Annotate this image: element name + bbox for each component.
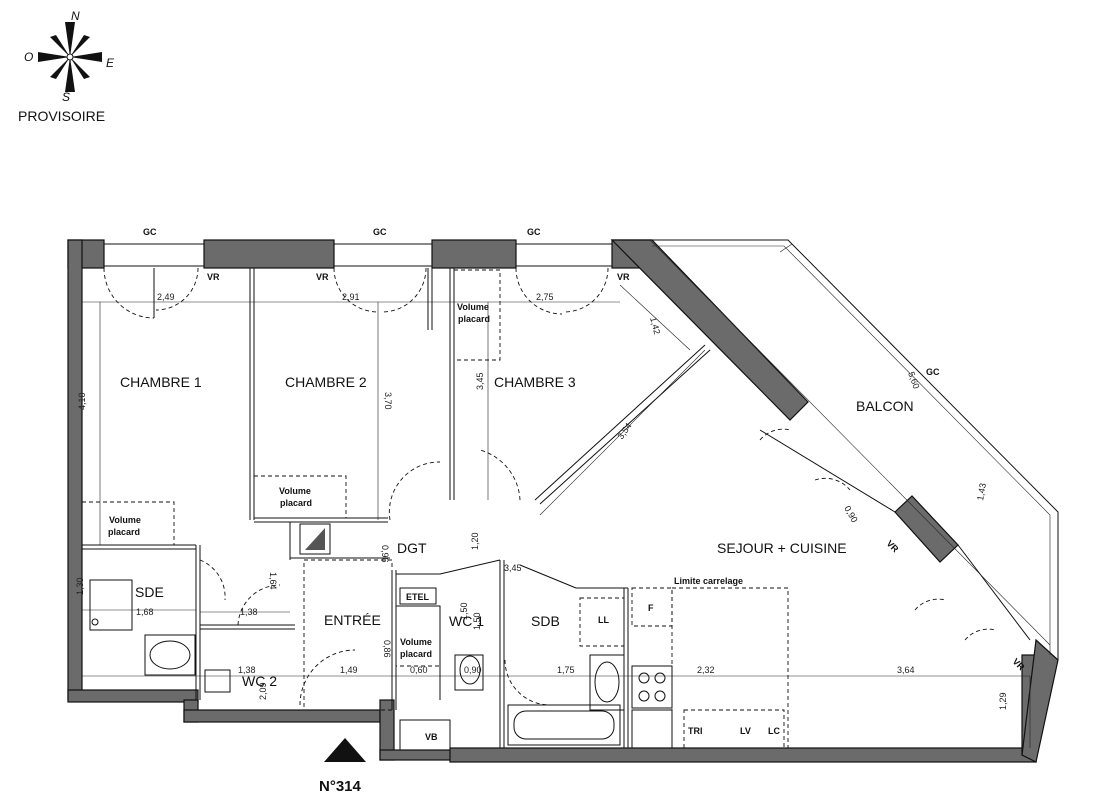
vr-label-2: VR: [316, 272, 329, 282]
dim-410: 4,10: [77, 392, 87, 410]
dim-560: 5,60: [906, 370, 921, 390]
dim-096: 0,96: [380, 545, 390, 563]
dim-150: 1,50: [472, 612, 482, 630]
dim-090b: 0,90: [464, 665, 482, 675]
ll-label: LL: [598, 615, 609, 625]
dim-138b: 1,38: [238, 665, 256, 675]
doors: [103, 267, 996, 706]
room-chambre-2: CHAMBRE 2: [285, 374, 367, 390]
closet-3-line2: placard: [458, 314, 490, 324]
room-dgt: DGT: [397, 540, 427, 556]
dim-370: 3,70: [383, 392, 393, 410]
dim-149: 1,49: [340, 665, 358, 675]
gc-label-1: GC: [143, 227, 157, 237]
gc-label-2: GC: [373, 227, 387, 237]
closet-1-line2: placard: [108, 527, 140, 537]
f-label: F: [648, 603, 654, 613]
dim-345b: 3,45: [504, 563, 522, 573]
dim-060: 0,60: [410, 665, 428, 675]
limite-carrelage-label: Limite carrelage: [674, 576, 743, 586]
compass-n: N: [71, 9, 80, 23]
dim-142: 1,42: [648, 316, 662, 336]
dim-086: 0,86: [382, 640, 392, 658]
gc-label-4: GC: [926, 367, 940, 377]
room-chambre-1: CHAMBRE 1: [120, 374, 202, 390]
dim-209: 2,09: [258, 682, 268, 700]
dimension-lines: [82, 239, 1051, 748]
closet-4-line1: Volume: [400, 637, 432, 647]
entry-arrow-icon: [324, 738, 366, 762]
vr-label-1: VR: [207, 272, 220, 282]
vr-label-4: VR: [885, 538, 901, 554]
dim-130: 1,30: [75, 577, 85, 595]
closet-1-line1: Volume: [109, 515, 141, 525]
closet-2-line1: Volume: [279, 486, 311, 496]
dim-164: 1,64: [268, 572, 278, 590]
compass-s: S: [62, 90, 70, 104]
room-entree: ENTRÉE: [324, 612, 381, 628]
room-balcon: BALCON: [856, 398, 914, 414]
dim-120: 1,20: [470, 532, 480, 550]
vb-label: VB: [425, 732, 438, 742]
lv-label: LV: [740, 726, 751, 736]
dim-090: 0,90: [842, 504, 859, 524]
closet-4-line2: placard: [400, 649, 432, 659]
closet-3-line1: Volume: [457, 302, 489, 312]
dim-175: 1,75: [557, 665, 575, 675]
vr-label-3: VR: [617, 272, 630, 282]
fixtures: [89, 523, 673, 751]
room-wc2: WC 2: [242, 673, 277, 689]
room-sejour-cuisine: SEJOUR + CUISINE: [717, 540, 847, 556]
compass-o: O: [24, 50, 33, 64]
gc-label-3: GC: [527, 227, 541, 237]
room-sdb: SDB: [531, 613, 560, 629]
compass-e: E: [106, 56, 115, 70]
dim-249: 2,49: [157, 292, 175, 302]
room-sde: SDE: [135, 584, 164, 600]
windows: [104, 243, 1031, 641]
room-chambre-3: CHAMBRE 3: [494, 374, 576, 390]
dim-168: 1,68: [136, 607, 154, 617]
room-wc1: WC 1: [449, 613, 484, 629]
status-label: PROVISOIRE: [18, 108, 105, 124]
dim-138: 1,38: [240, 607, 258, 617]
lc-label: LC: [768, 726, 780, 736]
lot-number: N°314: [319, 778, 362, 795]
dim-129: 1,29: [998, 692, 1008, 710]
dim-232: 2,32: [697, 665, 715, 675]
balcony-outline: [652, 239, 1059, 660]
tri-label: TRI: [688, 726, 703, 736]
dim-364: 3,64: [897, 665, 915, 675]
closet-2-line2: placard: [280, 498, 312, 508]
dim-275: 2,75: [536, 292, 554, 302]
compass-rose-icon: [38, 22, 102, 92]
outer-walls: [67, 239, 1059, 763]
dim-150b: 1,50: [459, 602, 469, 620]
dim-291: 2,91: [342, 292, 360, 302]
etel-label: ETEL: [406, 592, 430, 602]
dim-345: 3,45: [475, 372, 485, 390]
dim-143: 1,43: [975, 482, 988, 501]
